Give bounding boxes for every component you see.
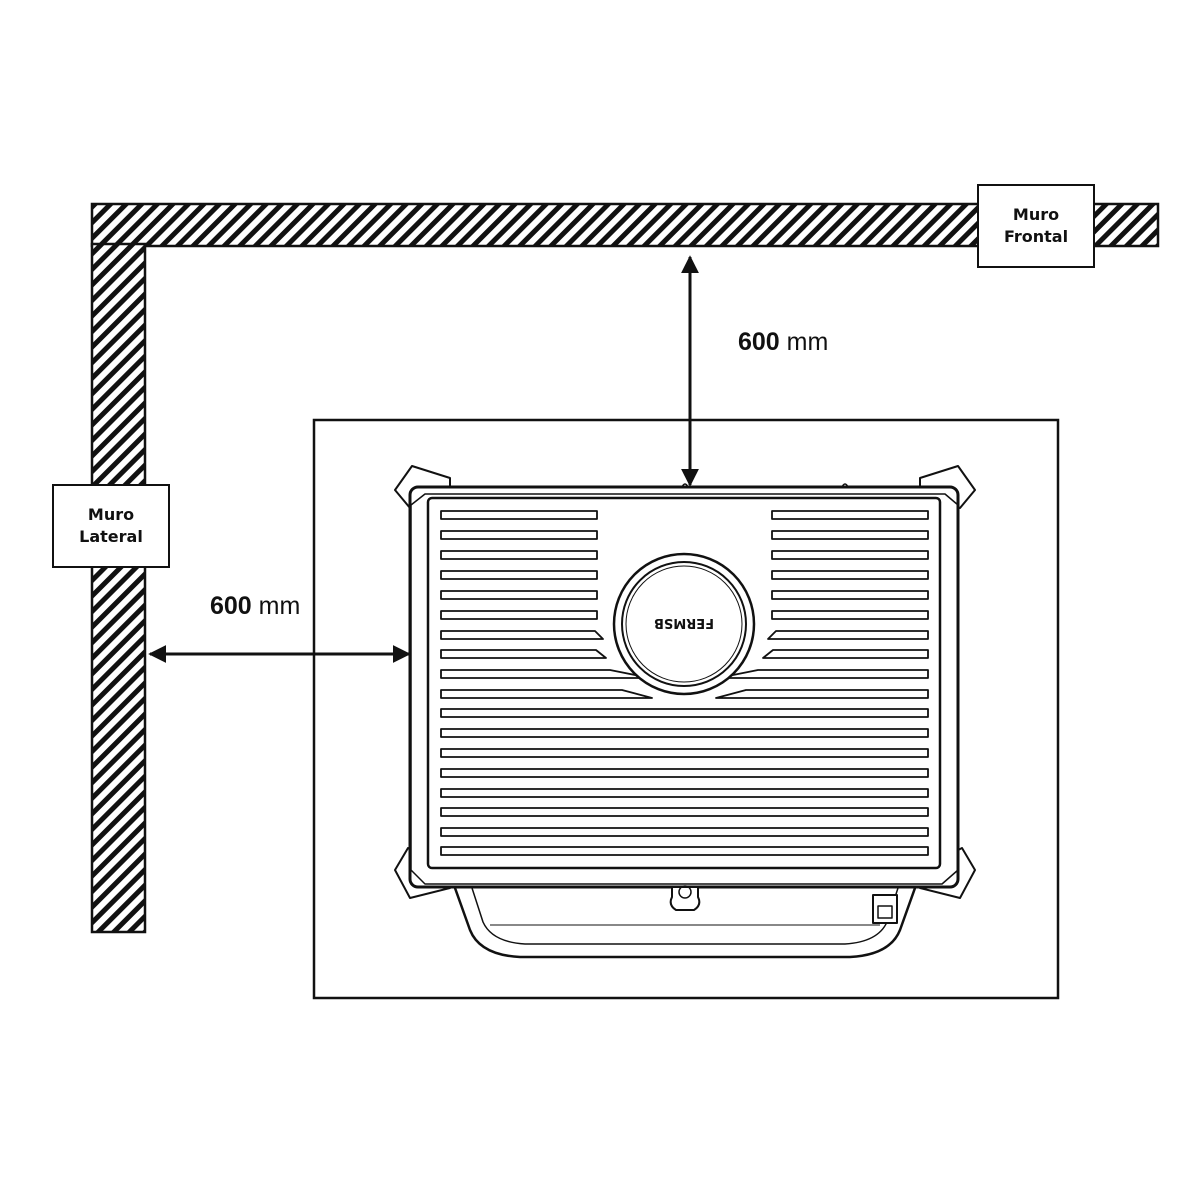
grill-slat-left <box>440 689 653 699</box>
grill-slat-full <box>440 768 929 778</box>
side-clearance-value: 600 <box>210 592 252 620</box>
grill-slat-left <box>440 610 598 620</box>
logo-emblem: FERMSB <box>612 552 756 696</box>
lateral-wall <box>90 242 147 934</box>
grill-slat-left <box>440 649 607 659</box>
grill-slat-full <box>440 807 929 817</box>
grill-slat-left <box>440 630 604 640</box>
lateral-wall-label-line2: Lateral <box>79 527 143 546</box>
grill-slats <box>440 510 929 856</box>
grill-slat-right <box>771 570 929 580</box>
side-clearance-label: 600 mm <box>210 591 300 621</box>
grill-slat-full <box>440 846 929 856</box>
grill-slat-left <box>440 550 598 560</box>
grill-slat-left <box>440 510 598 520</box>
grill-slat-right <box>771 610 929 620</box>
grill-slat-right <box>771 510 929 520</box>
grill-slat-left <box>440 570 598 580</box>
front-wall-label: Muro Frontal <box>977 184 1095 268</box>
front-clearance-label: 600 mm <box>738 327 828 357</box>
lateral-wall-label-line1: Muro <box>87 505 135 524</box>
logo-text: FERMSB <box>654 615 714 630</box>
grill-slat-right <box>771 550 929 560</box>
side-clearance-unit: mm <box>258 592 301 620</box>
grill-slat-full <box>440 827 929 837</box>
front-clearance-unit: mm <box>786 328 829 356</box>
grill-slat-full <box>440 708 929 718</box>
grill-slat-left <box>440 530 598 540</box>
front-wall-label-line1: Muro <box>1012 205 1060 224</box>
grill-slat-left <box>440 669 651 679</box>
grill-slat-right <box>762 649 929 659</box>
grill-slat-right <box>771 530 929 540</box>
grill-slat-right <box>767 630 929 640</box>
front-wall-label-line2: Frontal <box>1003 227 1069 246</box>
lateral-wall-label: Muro Lateral <box>52 484 170 568</box>
grill-slat-full <box>440 748 929 758</box>
grill-slat-right <box>715 689 929 699</box>
grill-slat-full <box>440 728 929 738</box>
grill-slat-right <box>771 590 929 600</box>
grill-slat-right <box>717 669 929 679</box>
grill-slat-full <box>440 788 929 798</box>
front-clearance-value: 600 <box>738 328 780 356</box>
grill-slat-left <box>440 590 598 600</box>
